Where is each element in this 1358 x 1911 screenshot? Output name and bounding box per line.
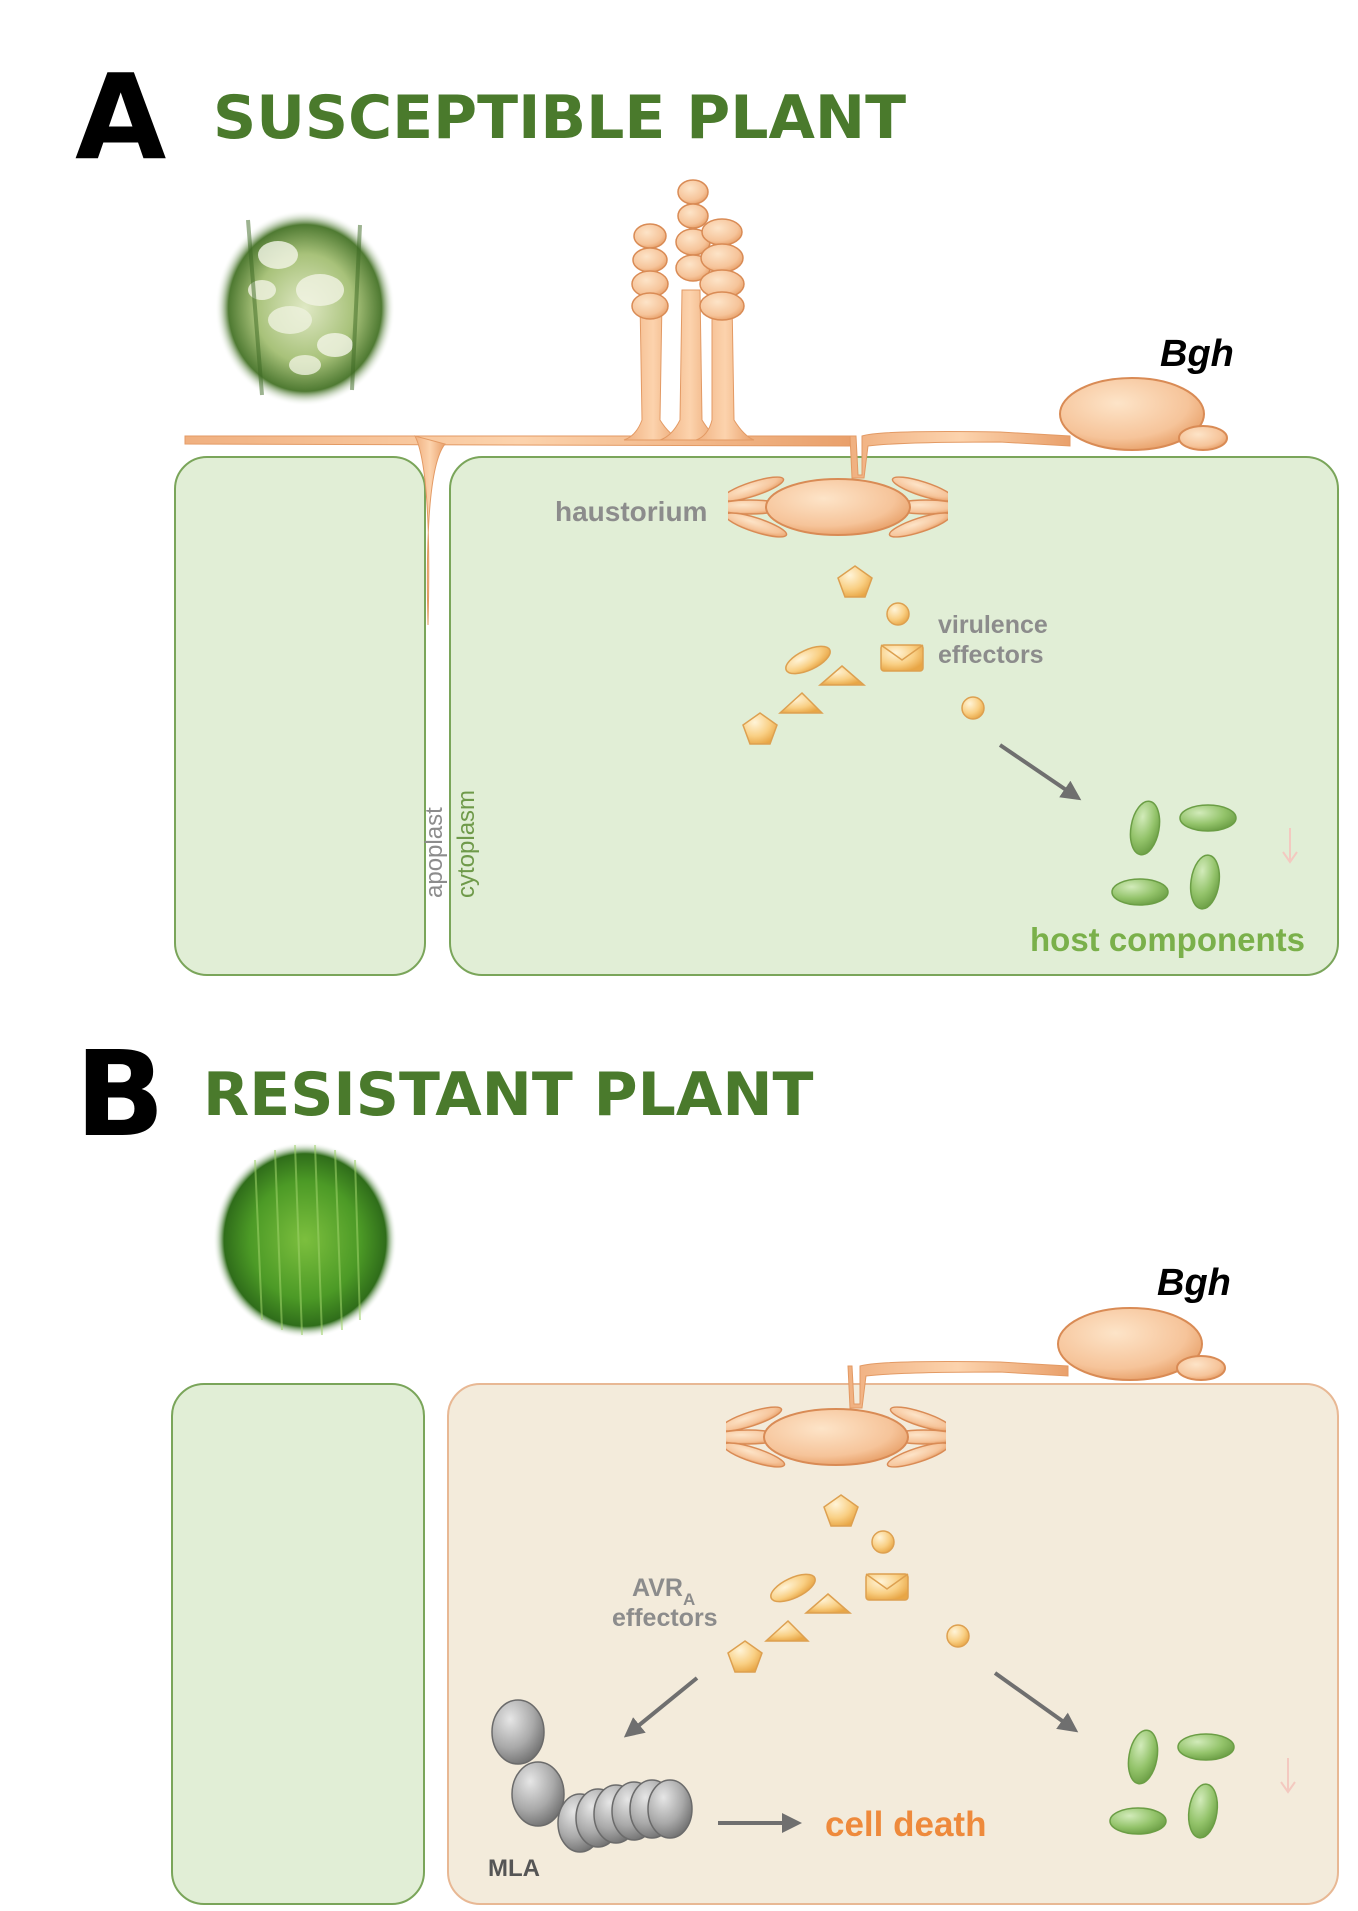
haustorium-a: [728, 471, 948, 543]
panel-b: B RESISTANT PLANT Bgh: [75, 1025, 1339, 1905]
spore-b: [847, 1307, 1226, 1409]
host-components-a: [1111, 800, 1237, 910]
haustorium-label: haustorium: [555, 496, 707, 527]
conidiophores: [623, 179, 755, 441]
neighbor-cell: [174, 456, 426, 976]
arrow-effectors-to-mla: [623, 1676, 699, 1738]
mla-receptor: [491, 1699, 693, 1853]
avr-label-line2: effectors: [612, 1604, 718, 1632]
panel-a-title: SUSCEPTIBLE PLANT: [213, 83, 906, 153]
mla-label: MLA: [488, 1855, 540, 1882]
dying-cell: [447, 1383, 1339, 1905]
effectors-label-line2: effectors: [938, 641, 1044, 669]
host-components-label: host components: [1030, 921, 1305, 958]
cytoplasm-label: cytoplasm: [453, 790, 480, 898]
avr-label-sub: A: [683, 1590, 695, 1609]
panel-b-letter: B: [75, 1025, 165, 1163]
panel-a: A SUSCEPTIBLE PLANT: [75, 48, 1339, 976]
fungus-label-a: Bgh: [1160, 333, 1234, 375]
haustorium-b: [726, 1401, 946, 1473]
spore-a: [849, 377, 1228, 479]
infected-cell: [449, 456, 1339, 976]
panel-a-letter: A: [75, 48, 166, 186]
resistant-leaf-photo: [213, 1142, 397, 1338]
avr-label-line1: AVRA: [632, 1574, 695, 1609]
arrow-effectors-to-host: [998, 743, 1082, 801]
susceptible-leaf-photo: [215, 210, 395, 406]
apoplast-label: apoplast: [421, 807, 448, 898]
panel-b-title: RESISTANT PLANT: [203, 1060, 814, 1130]
avr-effectors: [727, 1494, 970, 1673]
effectors-label-line1: virulence: [938, 611, 1048, 639]
host-components-b: [1109, 1729, 1235, 1839]
neighbor-cell-b: [171, 1383, 425, 1905]
cell-death-label: cell death: [825, 1805, 986, 1844]
avr-label-main: AVR: [632, 1574, 683, 1602]
virulence-effectors: [742, 565, 985, 745]
arrow-effectors-to-host-b: [993, 1671, 1079, 1733]
fungus-label-b: Bgh: [1157, 1262, 1231, 1304]
